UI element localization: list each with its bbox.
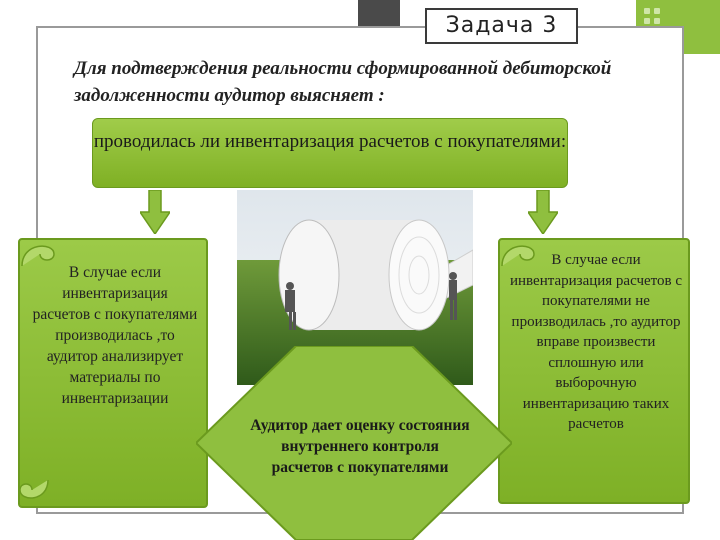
- arrow-down-left-icon: [140, 190, 170, 234]
- center-diamond: [196, 346, 512, 540]
- slide-title: Задача 3: [425, 8, 578, 44]
- left-case-text: В случае если инвентаризация расчетов с …: [32, 264, 198, 407]
- question-banner: проводилась ли инвентаризация расчетов с…: [92, 118, 568, 188]
- question-text: проводилась ли инвентаризация расчетов с…: [93, 131, 567, 152]
- right-case-scroll: В случае если инвентаризация расчетов с …: [498, 238, 690, 504]
- intro-text: Для подтверждения реальности сформирован…: [74, 58, 612, 106]
- left-case-scroll: В случае если инвентаризация расчетов с …: [18, 238, 208, 508]
- center-note-text: Аудитор дает оценку состояния внутреннег…: [250, 417, 470, 476]
- scroll-curl-icon: [501, 245, 535, 267]
- right-case-text: В случае если инвентаризация расчетов с …: [509, 252, 682, 432]
- arrow-down-right-icon: [528, 190, 558, 234]
- scroll-curl-icon: [21, 245, 55, 267]
- scroll-curl-bottom-icon: [19, 479, 49, 499]
